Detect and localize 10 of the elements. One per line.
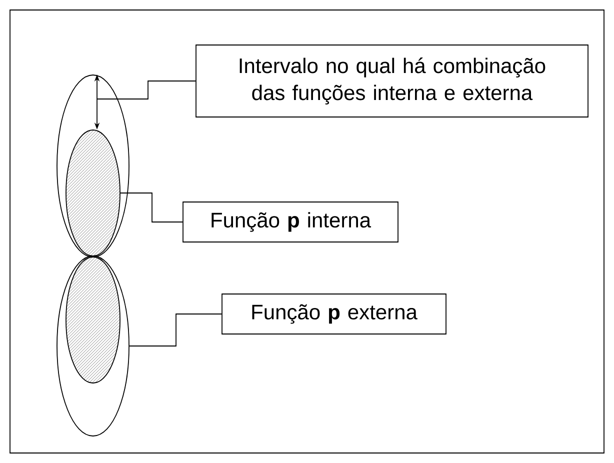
- label-box: Função p interna: [182, 202, 398, 242]
- outer-ellipse: [56, 74, 130, 258]
- hatched-ellipse: [66, 256, 120, 384]
- leader-line: [120, 192, 183, 222]
- outer-ellipse: [56, 256, 130, 436]
- leader-line: [129, 314, 222, 346]
- label-box: Função p externa: [222, 294, 446, 334]
- label-box: Intervalo no qual há combinação das funções interna e externa: [196, 44, 588, 118]
- hatched-ellipse: [66, 130, 120, 256]
- leader-line: [96, 80, 196, 100]
